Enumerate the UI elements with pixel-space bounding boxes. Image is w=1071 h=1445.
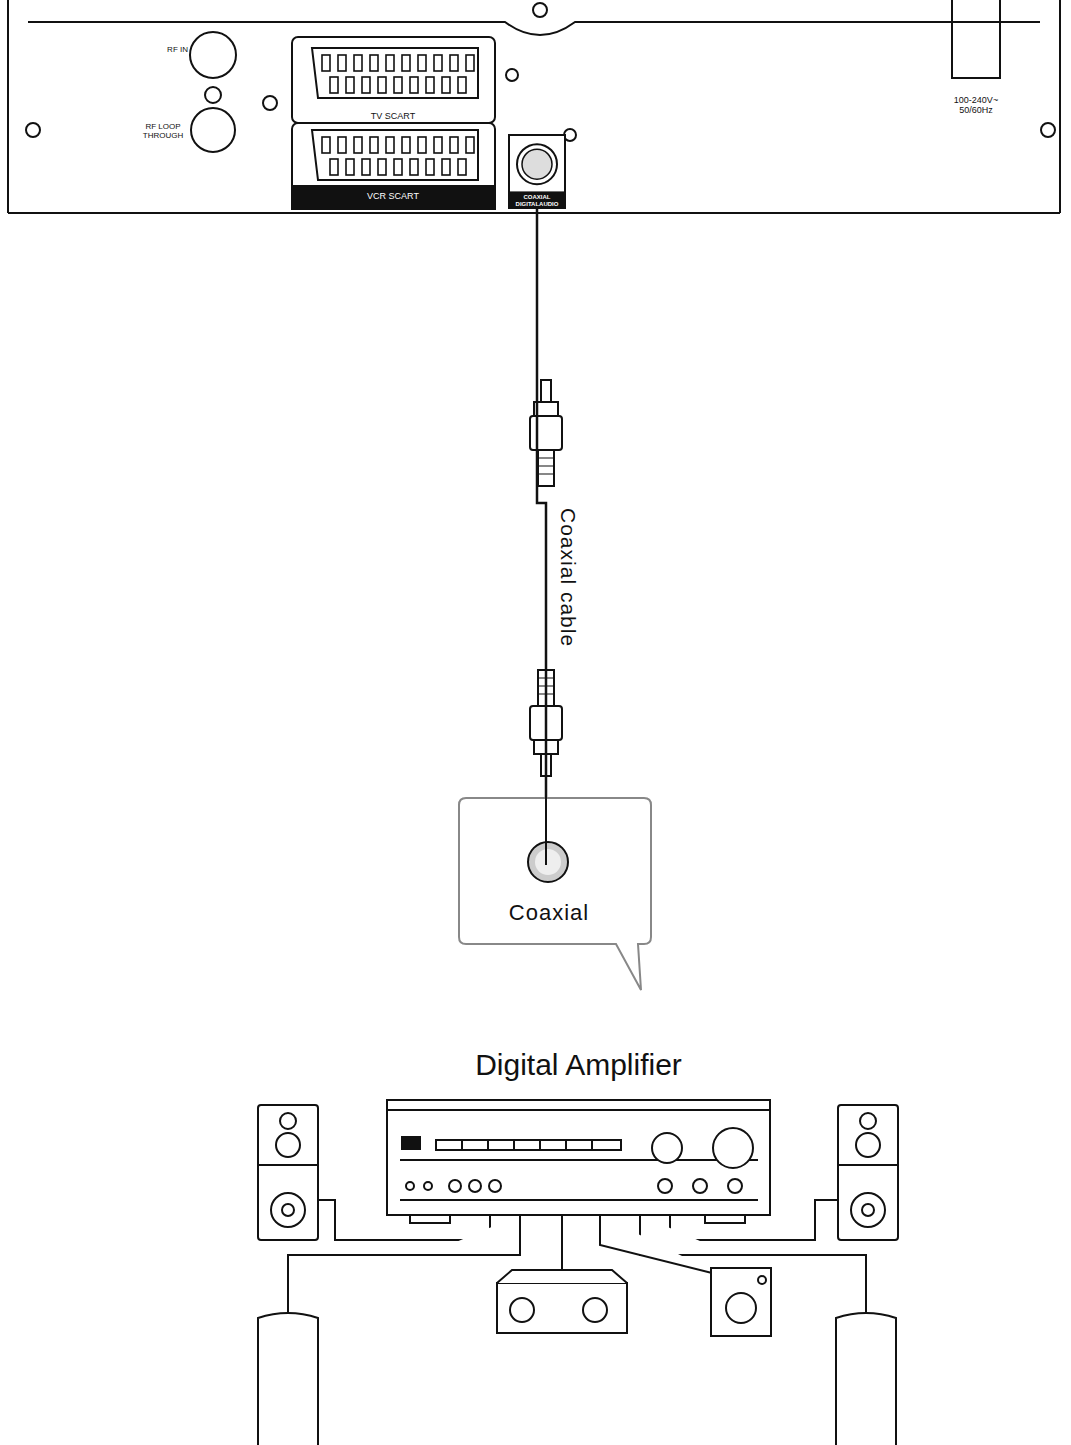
coaxial-cable — [537, 209, 546, 797]
node-text: COAXIAL DIGITALAUDIO — [509, 194, 565, 207]
node-text: Digital Amplifier — [475, 1048, 682, 1082]
node-text: Coaxial — [509, 900, 589, 926]
cable-label: Coaxial cable — [557, 508, 580, 647]
callout-bubble: Coaxial — [458, 797, 652, 945]
port-label: RF LOOP THROUGH — [138, 123, 188, 141]
port-label: TV SCART — [368, 112, 418, 122]
digital-amplifier: Digital Amplifier — [387, 1100, 770, 1215]
receiver-back-panel — [8, 0, 1060, 213]
port-label: RF IN — [167, 46, 188, 55]
coaxial-jack: COAXIAL DIGITALAUDIO — [508, 134, 566, 209]
scart-connectors — [292, 37, 495, 209]
amplifier-system — [258, 1100, 898, 1445]
rating-label: 100-240V~ 50/60Hz — [950, 96, 1002, 116]
node-outline — [387, 1100, 770, 1215]
port-label: VCR SCART — [367, 192, 419, 202]
